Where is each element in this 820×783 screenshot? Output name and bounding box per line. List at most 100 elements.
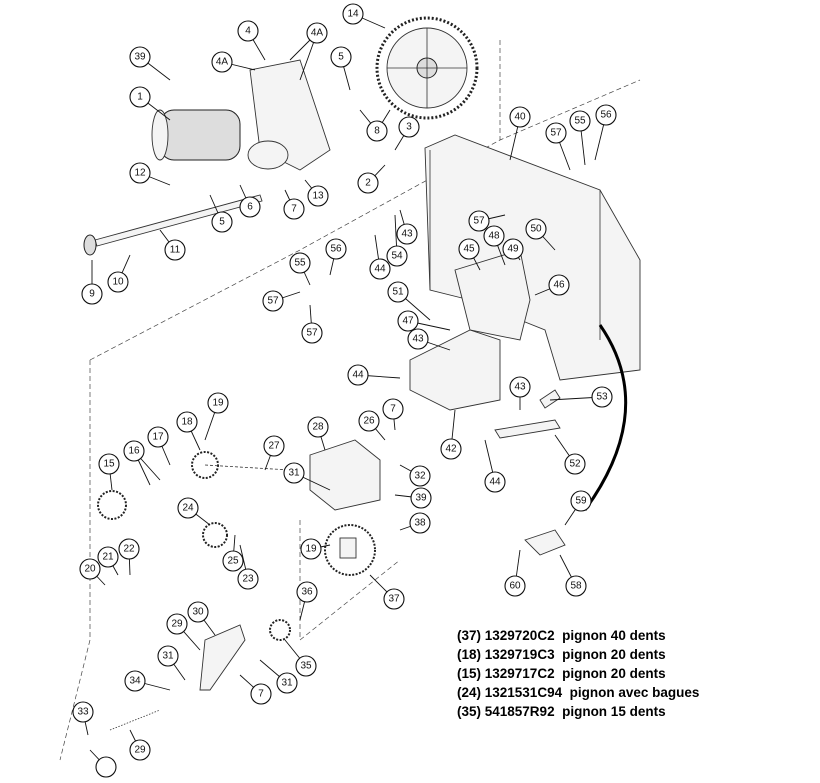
callout: 59 (570, 490, 592, 512)
callout: 19 (207, 392, 229, 414)
svg-text:7: 7 (258, 689, 264, 700)
detail-clip (524, 529, 566, 556)
callout: 30 (187, 601, 209, 623)
svg-text:3: 3 (406, 122, 412, 133)
callout: 9 (81, 283, 103, 305)
svg-text:59: 59 (575, 496, 587, 507)
svg-text:42: 42 (445, 444, 457, 455)
callout: 26 (358, 410, 380, 432)
sprocket-24 (202, 522, 228, 548)
callout: 4 (237, 20, 259, 42)
svg-text:58: 58 (570, 581, 582, 592)
svg-text:27: 27 (268, 441, 280, 452)
callout: 39 (129, 46, 151, 68)
svg-text:51: 51 (392, 287, 404, 298)
callout: 3 (398, 116, 420, 138)
callout: 1 (129, 86, 151, 108)
callout: 43 (396, 223, 418, 245)
callout: 38 (409, 512, 431, 534)
callout: 52 (564, 453, 586, 475)
svg-text:31: 31 (288, 468, 300, 479)
svg-text:28: 28 (312, 422, 324, 433)
svg-text:56: 56 (600, 110, 612, 121)
svg-text:36: 36 (301, 587, 313, 598)
callout: 32 (409, 465, 431, 487)
svg-text:9: 9 (89, 289, 95, 300)
callout: 55 (569, 110, 591, 132)
svg-text:55: 55 (574, 116, 586, 127)
svg-text:7: 7 (291, 204, 297, 215)
svg-text:19: 19 (212, 398, 224, 409)
svg-text:46: 46 (553, 280, 565, 291)
callout: 20 (79, 558, 101, 580)
callout: 50 (525, 218, 547, 240)
svg-text:57: 57 (306, 328, 318, 339)
svg-text:43: 43 (412, 334, 424, 345)
svg-text:25: 25 (227, 556, 239, 567)
callout: 28 (307, 416, 329, 438)
svg-text:48: 48 (488, 231, 500, 242)
callout: 16 (123, 440, 145, 462)
svg-text:13: 13 (312, 191, 324, 202)
svg-text:40: 40 (514, 112, 526, 123)
callout: 33 (72, 701, 94, 723)
callout: 27 (263, 435, 285, 457)
callout: 57 (545, 122, 567, 144)
svg-text:19: 19 (305, 544, 317, 555)
callout: 13 (307, 185, 329, 207)
svg-text:1: 1 (137, 92, 143, 103)
svg-text:4A: 4A (311, 28, 324, 39)
callout: 31 (276, 672, 298, 694)
svg-text:49: 49 (507, 244, 519, 255)
svg-text:39: 39 (134, 52, 146, 63)
svg-text:43: 43 (514, 382, 526, 393)
callout: 43 (509, 376, 531, 398)
svg-text:17: 17 (152, 432, 164, 443)
callout: 23 (237, 568, 259, 590)
svg-text:18: 18 (181, 417, 193, 428)
callout: 44 (369, 258, 391, 280)
callout: 39 (410, 487, 432, 509)
svg-text:23: 23 (242, 574, 254, 585)
svg-text:37: 37 (388, 594, 400, 605)
callout: 51 (387, 281, 409, 303)
svg-text:29: 29 (171, 619, 183, 630)
callout: 7 (283, 198, 305, 220)
svg-text:15: 15 (103, 459, 115, 470)
svg-text:29: 29 (134, 745, 146, 756)
sprocket-15 (97, 490, 127, 520)
svg-text:45: 45 (463, 244, 475, 255)
callout: 24 (177, 497, 199, 519)
callout: 44 (484, 471, 506, 493)
svg-text:30: 30 (192, 607, 204, 618)
callout: 48 (483, 225, 505, 247)
svg-text:57: 57 (473, 216, 485, 227)
callout: 43 (407, 328, 429, 350)
svg-text:32: 32 (414, 471, 426, 482)
svg-text:31: 31 (162, 651, 174, 662)
svg-text:6: 6 (247, 202, 253, 213)
motor-mount (247, 59, 331, 171)
callout: 56 (325, 238, 347, 260)
svg-text:57: 57 (267, 296, 279, 307)
callout: 21 (97, 546, 119, 568)
callout: 42 (440, 438, 462, 460)
callout: 56 (595, 104, 617, 126)
callout: 5 (330, 46, 352, 68)
housing-cover (424, 134, 641, 381)
svg-text:43: 43 (401, 229, 413, 240)
callout: 2 (357, 172, 379, 194)
callout: 8 (366, 120, 388, 142)
sprocket-37 (324, 524, 376, 576)
svg-text:52: 52 (569, 459, 581, 470)
svg-text:22: 22 (123, 544, 135, 555)
svg-text:14: 14 (347, 9, 359, 20)
callout: 47 (397, 310, 419, 332)
callout: 44 (347, 364, 369, 386)
svg-text:5: 5 (338, 52, 344, 63)
svg-text:4A: 4A (216, 57, 229, 68)
callout: 25 (222, 550, 244, 572)
svg-text:47: 47 (402, 316, 414, 327)
callout: 40 (509, 106, 531, 128)
callout: 11 (164, 239, 186, 261)
